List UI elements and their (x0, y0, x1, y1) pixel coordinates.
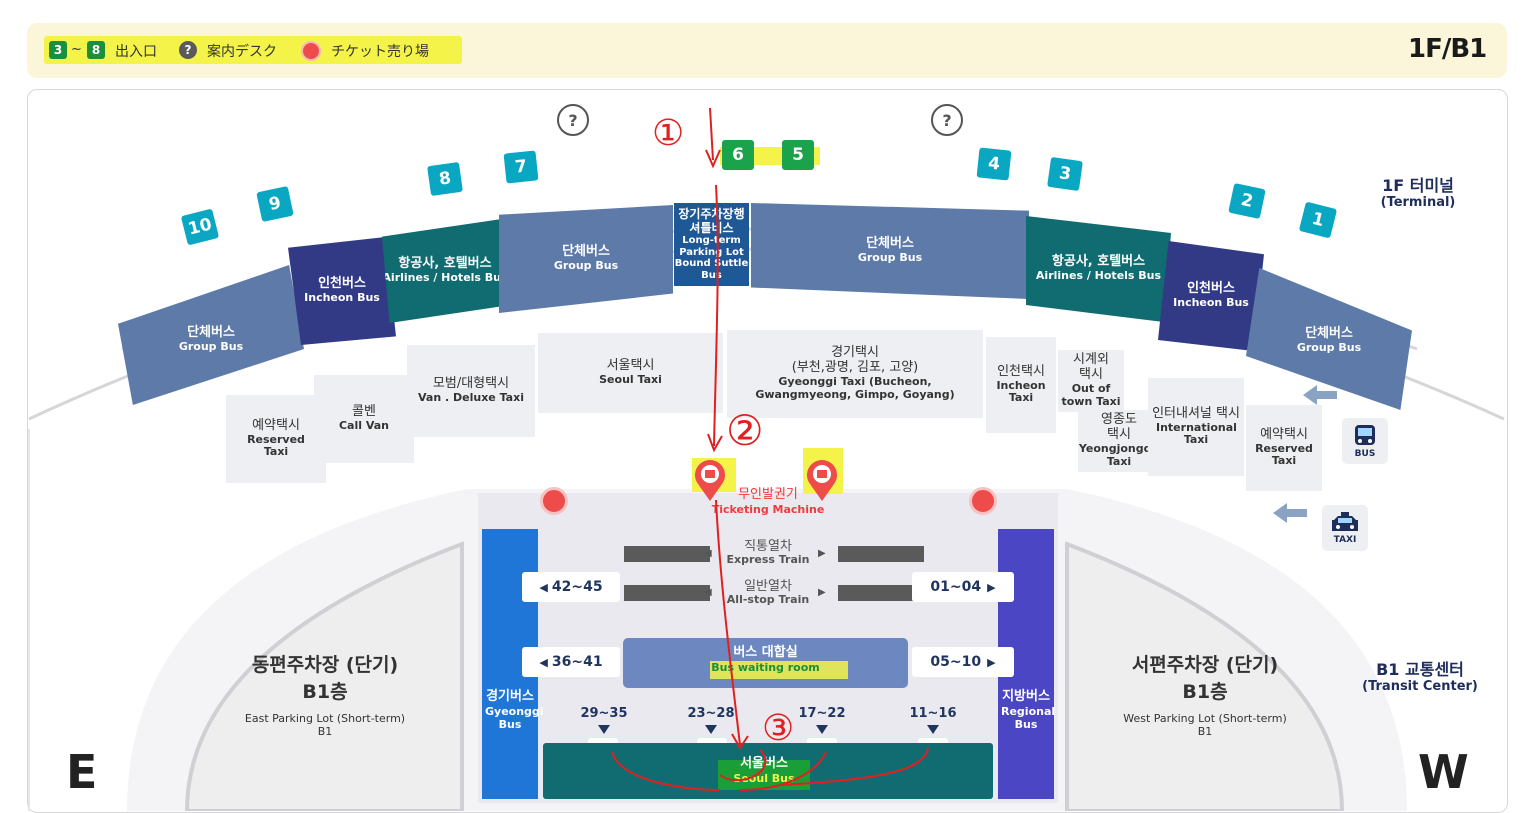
train-right-arrow-icon: ▶ (818, 548, 826, 559)
arrow-left-icon (1303, 385, 1337, 405)
platform-11-16: 11~16 (903, 706, 963, 734)
seoul-bus-label: 서울버스 Seoul Bus (733, 756, 795, 785)
taxi-icon (1332, 512, 1358, 531)
platform-42-45: ◀ 42~45 (522, 572, 620, 602)
all-stop-train-west (624, 585, 710, 601)
train-left-arrow-icon: ◀ (704, 548, 712, 559)
train-right-arrow-icon: ▶ (818, 587, 826, 598)
platform-17-22: 17~22 (792, 706, 852, 734)
platform-05-10: 05~10 ▶ (912, 647, 1014, 677)
taxi-stop-marker: TAXI (1322, 505, 1368, 551)
zone-yeongjongdo-taxi: 영종도 택시 Yeongjongdo Taxi (1078, 410, 1160, 472)
legend-gate-chip-end: 8 (87, 41, 105, 59)
arrow-left-icon (1273, 503, 1307, 523)
platform-29-35: 29~35 (574, 706, 634, 734)
annotation-step-1: ① (652, 113, 685, 154)
zone-reserved-taxi-1: 예약택시 Reserved Taxi (226, 395, 326, 483)
west-parking-lot: 서편주차장 (단기) B1층 West Parking Lot (Short-t… (1123, 654, 1287, 738)
zone-reserved-taxi-2: 예약택시 Reserved Taxi (1246, 405, 1322, 491)
waiting-room-label: 버스 대합실 Bus waiting room (711, 645, 820, 675)
ticket-machine-pin-icon (695, 460, 725, 501)
zone-incheon-bus-1: 인천버스 Incheon Bus (288, 237, 396, 345)
zone-long-term-shuttle: 장기주차장행 셔틀비스 Long-term Parking Lot Bound … (674, 203, 749, 286)
train-left-arrow-icon: ◀ (704, 587, 712, 598)
zone-group-bus-3: 단체버스 Group Bus (751, 203, 1029, 299)
all-stop-train-label: 일반열차 All-stop Train (726, 579, 810, 607)
platform-23-28: 23~28 (681, 706, 741, 734)
caret-left-icon: ◀ (539, 580, 548, 594)
legend-info-label: 案内デスク (207, 44, 277, 60)
ticket-machine-pin-icon (807, 460, 837, 501)
question-circle-icon: ? (179, 41, 197, 59)
transit-center-label: B1 교통센터 (Transit Center) (1362, 660, 1478, 695)
express-train-west (624, 546, 710, 562)
express-train-label: 직통열차 Express Train (726, 539, 810, 567)
ticket-booth-icon (969, 487, 997, 515)
floor-label: 1F/B1 (1408, 34, 1487, 64)
bus-stop-marker: BUS (1342, 418, 1388, 464)
zone-seoul-taxi: 서울택시 Seoul Taxi (538, 333, 723, 413)
annotation-step-3: ③ (762, 708, 795, 749)
legend-highlight (44, 36, 462, 64)
platform-36-41: ◀ 36~41 (522, 647, 620, 677)
zone-incheon-taxi: 인천택시 Incheon Taxi (986, 337, 1056, 433)
express-train-east (838, 546, 924, 562)
gate-6: 6 (722, 140, 754, 170)
zone-airline-hotel-bus-1: 항공사, 호텔버스 Airlines / Hotels Bus (382, 219, 508, 323)
bus-icon (1355, 425, 1375, 445)
legend-gate-chip-start: 3 (49, 41, 67, 59)
caret-right-icon: ▶ (987, 655, 996, 669)
platform-01-04: 01~04 ▶ (912, 572, 1014, 602)
caret-left-icon: ◀ (539, 655, 548, 669)
zone-airline-hotel-bus-2: 항공사, 호텔버스 Airlines / Hotels Bus (1026, 216, 1171, 322)
west-direction-label: W (1418, 745, 1469, 799)
east-parking-lot: 동편주차장 (단기) B1층 East Parking Lot (Short-t… (244, 654, 406, 738)
zone-call-van: 콜벤 Call Van (314, 375, 414, 463)
ticket-machine-label: 무인발권기 Ticketing Machine (711, 487, 825, 516)
zone-deluxe-taxi: 모범/대형택시 Van . Deluxe Taxi (407, 345, 535, 437)
terminal-label: 1F 터미널 (Terminal) (1380, 176, 1456, 211)
ticket-circle-icon (301, 41, 321, 61)
legend-ticket-label: チケット売り場 (331, 44, 429, 60)
zone-group-bus-2: 단체버스 Group Bus (499, 205, 673, 313)
legend-tilde: ~ (71, 42, 82, 57)
zone-incheon-bus-2: 인천버스 Incheon Bus (1158, 241, 1264, 351)
zone-international-taxi: 인터내셔널 택시 International Taxi (1148, 378, 1244, 476)
info-desk-west-icon: ? (557, 104, 589, 136)
ticket-booth-icon (540, 487, 568, 515)
gate-5: 5 (782, 140, 814, 170)
caret-right-icon: ▶ (987, 580, 996, 594)
info-desk-east-icon: ? (931, 104, 963, 136)
waiting-room-highlight (710, 661, 848, 679)
east-direction-label: E (66, 745, 98, 799)
zone-gyeonggi-taxi: 경기택시 (부천,광명, 김포, 고양) Gyeonggi Taxi (Buch… (727, 330, 983, 418)
zone-out-of-town-taxi: 시계외 택시 Out of town Taxi (1058, 350, 1124, 412)
legend-entrance-label: 出入口 (115, 44, 157, 60)
annotation-step-2: ② (726, 406, 764, 455)
all-stop-train-east (838, 585, 924, 601)
